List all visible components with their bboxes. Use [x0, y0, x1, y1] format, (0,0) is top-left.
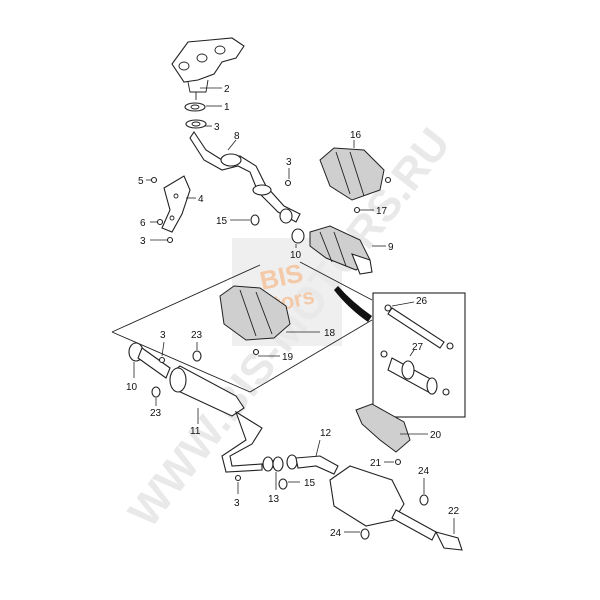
- callout-23: 23: [191, 330, 203, 341]
- callout-24: 24: [330, 528, 342, 539]
- exhaust-manifold: [171, 37, 245, 93]
- catalyst-heat-shield-upper: [319, 147, 392, 214]
- callout-27: 27: [412, 342, 424, 353]
- callout-18: 18: [324, 328, 336, 339]
- callout-3: 3: [234, 498, 240, 509]
- callout-3: 3: [214, 122, 220, 133]
- callout-5: 5: [138, 176, 144, 187]
- rear-heat-shield: [355, 403, 411, 466]
- front-pipe: [189, 131, 301, 223]
- callout-22: 22: [448, 506, 460, 517]
- callout-16: 16: [350, 130, 362, 141]
- callout-9: 9: [388, 242, 394, 253]
- guide-line: [249, 319, 373, 393]
- guide-line: [299, 261, 373, 301]
- rear-pipe-muffler: [234, 454, 463, 551]
- guide-lines: [111, 261, 373, 393]
- manifold-gasket-stack: [184, 92, 207, 129]
- catalyst-gaskets: [250, 179, 305, 244]
- callout-4: 4: [198, 194, 204, 205]
- callout-11: 11: [190, 426, 201, 437]
- callout-15: 15: [216, 216, 228, 227]
- leader-lines: [133, 87, 455, 534]
- callout-3: 3: [140, 236, 146, 247]
- callout-26: 26: [416, 296, 428, 307]
- callout-1: 1: [224, 102, 230, 113]
- callout-8: 8: [234, 131, 240, 142]
- callout-17: 17: [376, 206, 388, 217]
- callout-10: 10: [290, 250, 302, 261]
- callout-2: 2: [224, 84, 230, 95]
- pipe-bracket: [150, 175, 191, 244]
- callout-13: 13: [268, 494, 280, 505]
- callout-20: 20: [430, 430, 442, 441]
- center-pipe-resonator: [128, 342, 263, 473]
- callout-6: 6: [140, 218, 146, 229]
- callout-3: 3: [160, 330, 166, 341]
- callout-23: 23: [150, 408, 162, 419]
- callout-21: 21: [370, 458, 382, 469]
- guide-line: [111, 331, 251, 393]
- detail-arrow: [334, 286, 372, 322]
- callout-labels: 2 1 3 8 3 5 4 6 3 15 16 17 9 10 26 27 18…: [126, 84, 460, 539]
- callout-19: 19: [282, 352, 294, 363]
- callout-24: 24: [418, 466, 430, 477]
- inset-alternative-pipes: [372, 292, 466, 418]
- callout-10: 10: [126, 382, 138, 393]
- guide-line: [111, 264, 261, 333]
- callout-3: 3: [286, 157, 292, 168]
- catalytic-converter: [309, 225, 373, 275]
- callout-12: 12: [320, 428, 332, 439]
- catalyst-heat-shield-lower: [219, 285, 291, 356]
- callout-15: 15: [304, 478, 316, 489]
